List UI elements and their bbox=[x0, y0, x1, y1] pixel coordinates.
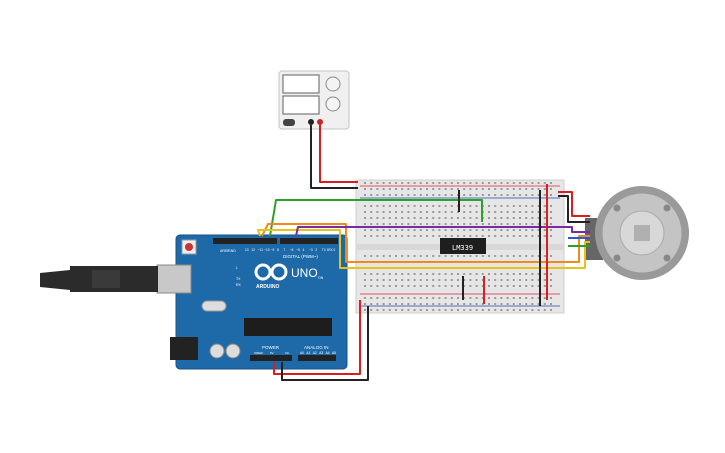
dc-power-supply[interactable] bbox=[278, 70, 350, 130]
digital-pin-label: TX 1 bbox=[322, 248, 329, 252]
wire-green bbox=[269, 199, 483, 237]
v5-label: 5V bbox=[270, 351, 274, 355]
voltage-knob[interactable] bbox=[325, 76, 341, 92]
capacitor-1 bbox=[209, 343, 225, 359]
analog-pin-label: A4 bbox=[326, 351, 330, 355]
wire-red-supply bbox=[319, 125, 358, 183]
wires[interactable] bbox=[257, 125, 590, 381]
wire-black-gnd bbox=[281, 306, 369, 381]
usb-cable bbox=[40, 266, 158, 292]
digital-pin-label: 8 bbox=[277, 248, 279, 252]
rx-label: RX bbox=[236, 283, 242, 287]
brand-text: ARDUINO bbox=[256, 284, 279, 290]
digital-header-2[interactable] bbox=[280, 238, 338, 244]
on-led-label: ON bbox=[318, 276, 324, 280]
wire-red-5v bbox=[273, 300, 361, 375]
digital-pin-label: 13 bbox=[245, 248, 249, 252]
digital-pin-label: RX 0 bbox=[328, 248, 335, 252]
l-led-label: L bbox=[236, 266, 238, 270]
current-knob[interactable] bbox=[325, 96, 341, 112]
arduino-uno: UNO ARDUINO DIGITAL (PWM~) POWER ANALOG … bbox=[156, 234, 348, 370]
digital-pin-label: ~11 bbox=[258, 248, 263, 252]
aref-label: AREF bbox=[220, 249, 229, 253]
digital-pin-label: ~6 bbox=[290, 248, 294, 252]
wire-yellow bbox=[257, 229, 590, 269]
atmega-chip bbox=[244, 318, 332, 336]
vin-label: Vin bbox=[285, 351, 290, 355]
wire-red-motor bbox=[558, 191, 590, 217]
ioref-label: IOREF bbox=[254, 351, 263, 355]
analog-pin-label: A0 bbox=[300, 351, 304, 355]
arduino-logo bbox=[254, 263, 288, 281]
analog-pin-label: A2 bbox=[313, 351, 317, 355]
digital-label: DIGITAL (PWM~) bbox=[283, 254, 318, 259]
digital-pin-label: 7 bbox=[283, 248, 285, 252]
usb-port bbox=[156, 264, 192, 294]
capacitor-2 bbox=[225, 343, 241, 359]
digital-pin-label: ~9 bbox=[271, 248, 275, 252]
motor-shaft bbox=[634, 225, 650, 241]
wire-orange bbox=[261, 223, 590, 263]
analog-header[interactable] bbox=[298, 355, 336, 361]
power-switch[interactable] bbox=[283, 119, 295, 126]
wire-black-motor bbox=[558, 195, 590, 223]
model-text: UNO bbox=[291, 266, 318, 280]
power-label: POWER bbox=[262, 345, 280, 350]
analog-pin-label: A5 bbox=[332, 351, 336, 355]
wire-purple bbox=[295, 226, 590, 237]
dc-jack bbox=[170, 337, 198, 360]
digital-pin-label: ~3 bbox=[309, 248, 313, 252]
analog-label: ANALOG IN bbox=[304, 345, 329, 350]
gnd-label: GND bbox=[228, 249, 236, 253]
digital-pin-label: 2 bbox=[315, 248, 317, 252]
dc-motor-encoder[interactable] bbox=[585, 186, 689, 280]
power-header[interactable] bbox=[250, 355, 292, 361]
digital-pin-label: ~10 bbox=[264, 248, 270, 252]
power-supply-positive-terminal[interactable] bbox=[317, 119, 323, 125]
tx-label: TX bbox=[236, 277, 241, 281]
voltage-display bbox=[282, 74, 320, 94]
digital-pin-label: 12 bbox=[251, 248, 255, 252]
digital-pin-label: 4 bbox=[303, 248, 305, 252]
analog-pin-label: A3 bbox=[319, 351, 323, 355]
reset-button-cap[interactable] bbox=[185, 243, 193, 251]
lm339-ic[interactable]: LM339 bbox=[440, 238, 486, 254]
power-supply-negative-terminal[interactable] bbox=[308, 119, 314, 125]
crystal bbox=[201, 300, 227, 312]
current-display bbox=[282, 95, 320, 115]
analog-pin-label: A1 bbox=[306, 351, 310, 355]
digital-header-1[interactable] bbox=[213, 238, 277, 244]
digital-pin-label: ~5 bbox=[296, 248, 300, 252]
wire-black-supply bbox=[310, 125, 358, 189]
ic-label: LM339 bbox=[452, 244, 473, 252]
